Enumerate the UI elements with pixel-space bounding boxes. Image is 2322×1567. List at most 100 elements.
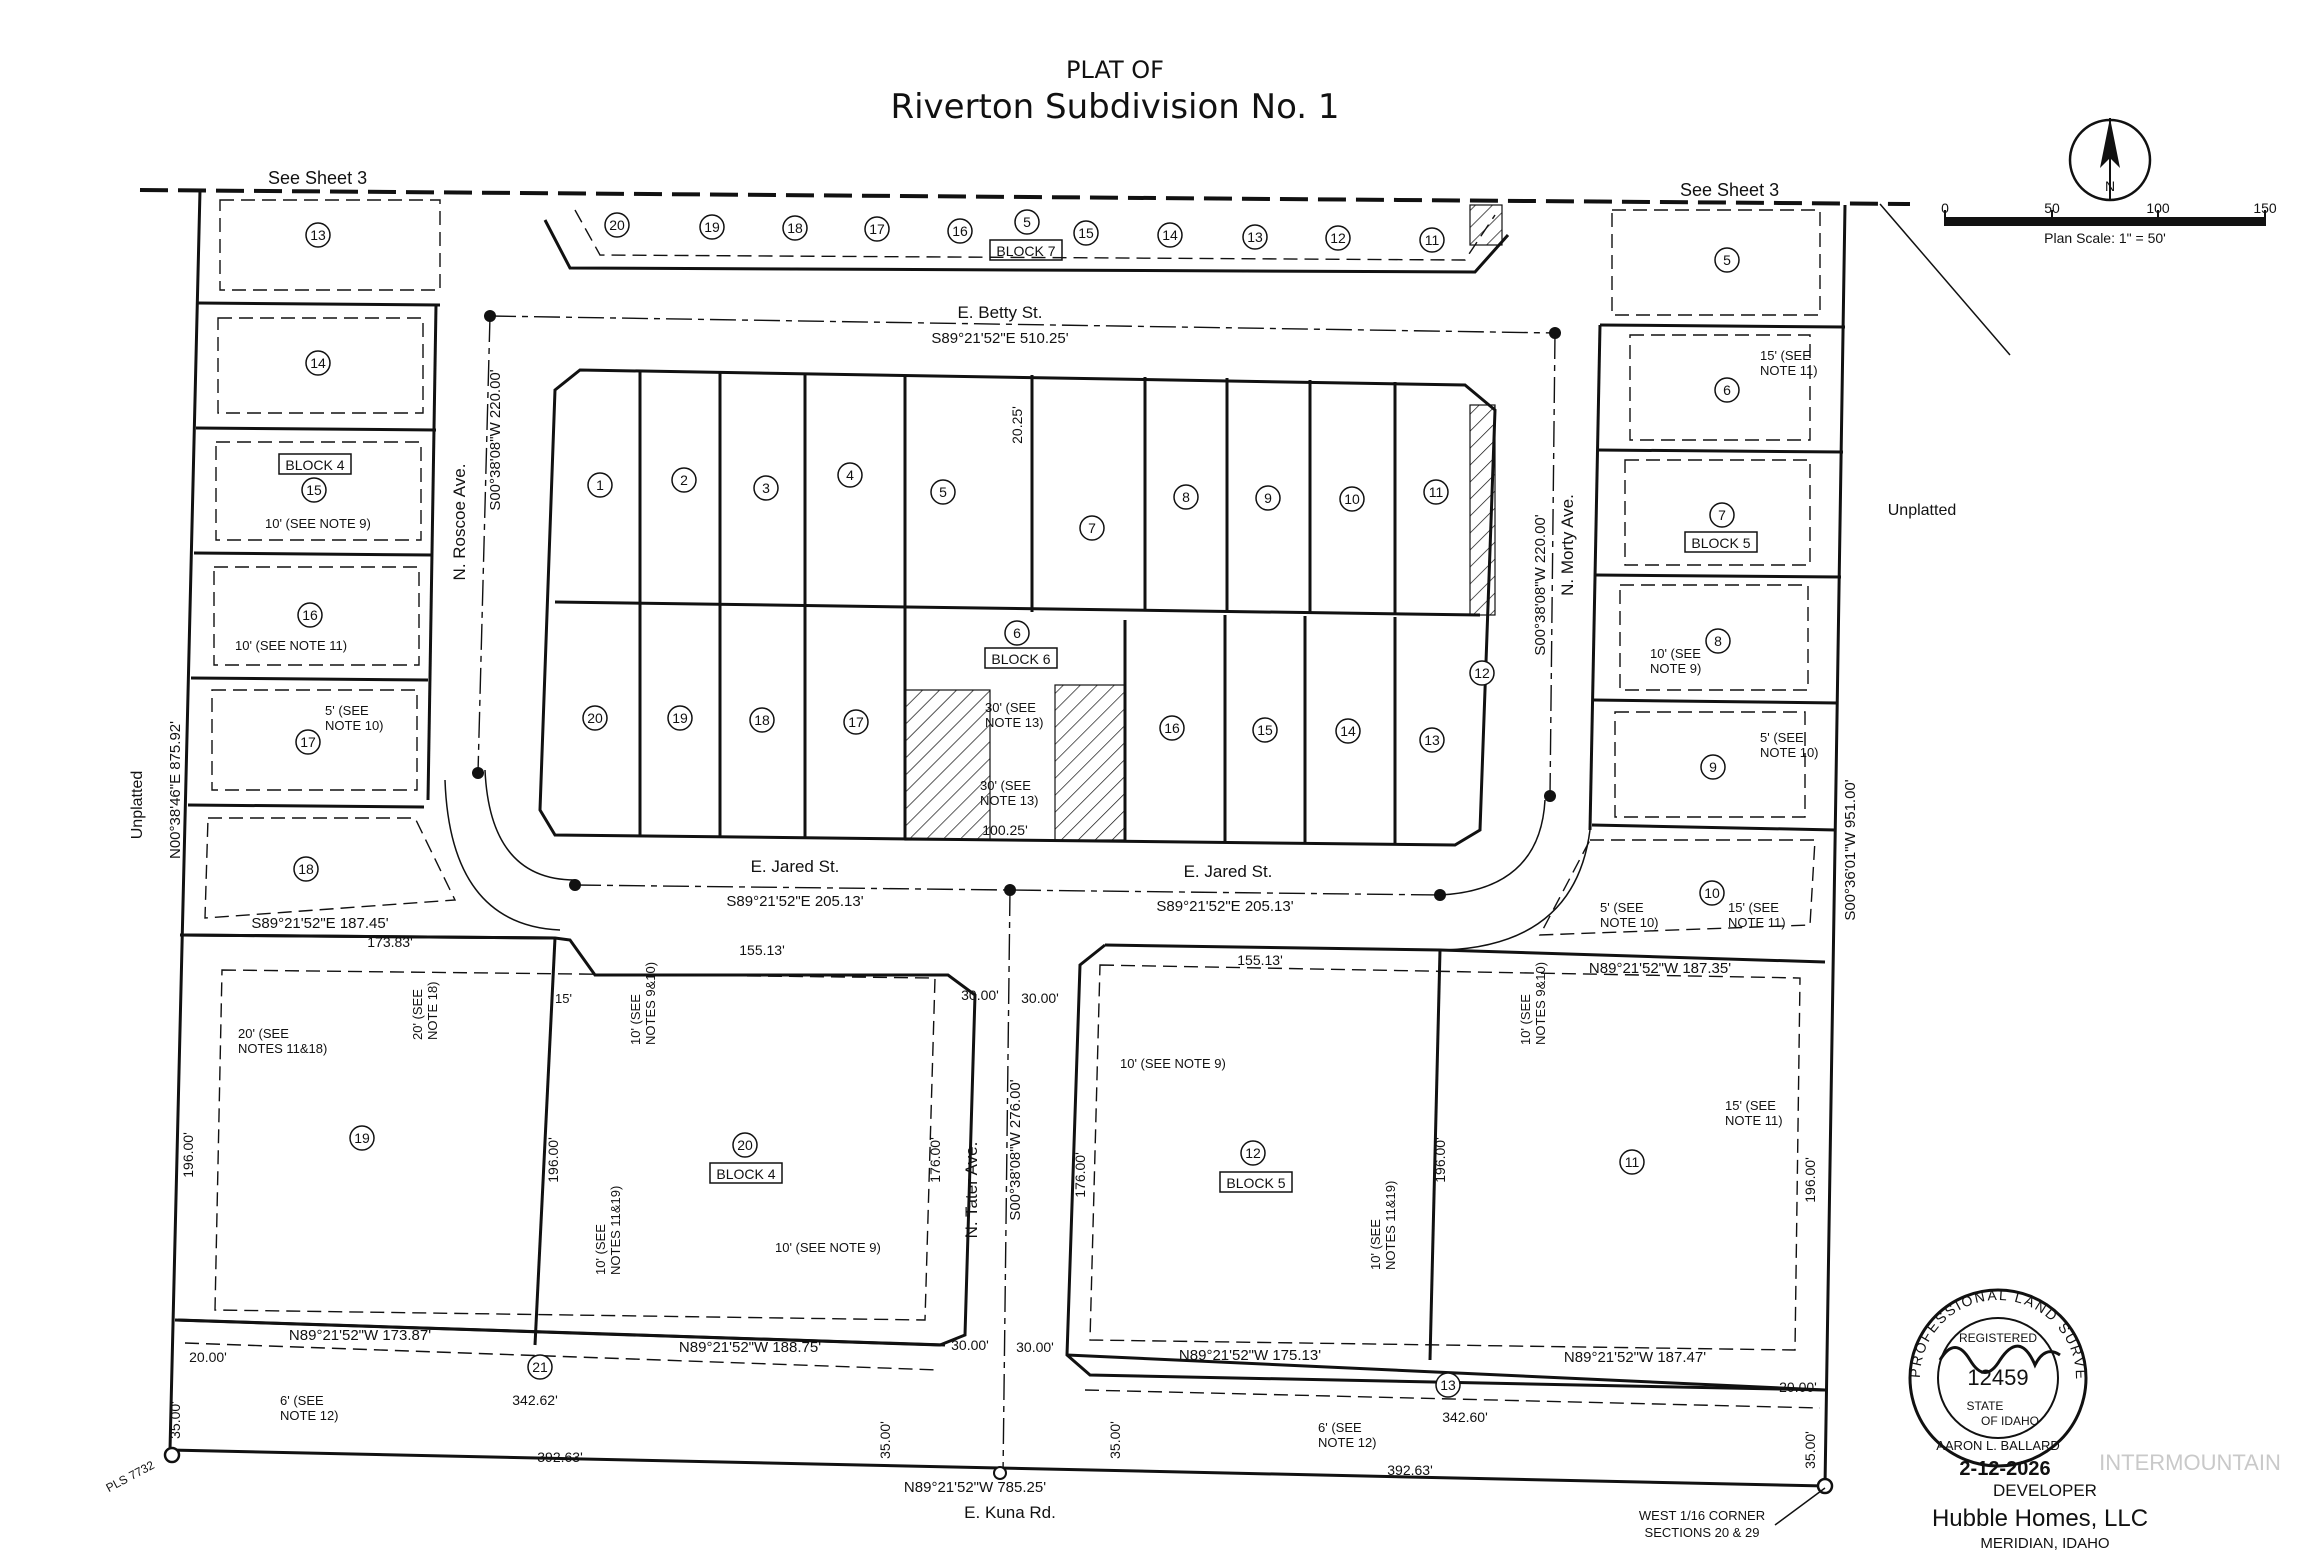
seal-name: AARON L. BALLARD	[1936, 1438, 2060, 1453]
lot-number: 8	[1182, 489, 1190, 505]
lot-number: 17	[848, 714, 864, 730]
block4-bottom-label: BLOCK 4	[716, 1166, 775, 1182]
block6	[538, 368, 1497, 847]
scale-tick-0: 0	[1941, 200, 1949, 216]
lot-number: 14	[310, 355, 326, 371]
note-20-18: 20' (SEENOTE 18)	[410, 981, 440, 1040]
lot-number: 20	[737, 1137, 753, 1153]
dim-392-left: 392.63'	[537, 1449, 583, 1465]
lot-number: 21	[532, 1359, 548, 1375]
dim-20-25: 20.25'	[1009, 406, 1025, 444]
lot-number: 18	[754, 712, 770, 728]
bearing-betty: S89°21'52"E 510.25'	[931, 330, 1068, 347]
dim-20-left: 20.00'	[189, 1349, 227, 1365]
lot-number: 19	[704, 219, 720, 235]
block7-lots	[543, 204, 1510, 274]
bearing-lot13-a: N89°21'52"W 175.13'	[1179, 1347, 1321, 1364]
block5-bottom-label: BLOCK 5	[1226, 1175, 1285, 1191]
lot-number: 9	[1709, 759, 1717, 775]
developer-heading: DEVELOPER	[1993, 1481, 2097, 1500]
monument-se	[1816, 1477, 1834, 1495]
lot-number: 13	[1440, 1377, 1456, 1393]
corner-label-1: WEST 1/16 CORNER	[1639, 1508, 1765, 1523]
lot-number: 18	[298, 861, 314, 877]
street-jared-left: E. Jared St.	[751, 857, 840, 876]
dim-30-c: 30.00'	[951, 1337, 989, 1353]
note-1119-right: 10' (SEENOTES 11&19)	[1368, 1181, 1398, 1270]
block4-west-lots	[184, 199, 556, 940]
note-1119-left: 10' (SEENOTES 11&19)	[593, 1186, 623, 1275]
lot-number: 19	[672, 710, 688, 726]
lot-number: 16	[302, 607, 318, 623]
lot-number: 16	[952, 223, 968, 239]
dim-100-25: 100.25'	[982, 822, 1028, 838]
block4-top-label: BLOCK 4	[285, 457, 344, 473]
street-jared-right: E. Jared St.	[1184, 862, 1273, 881]
developer-location: MERIDIAN, IDAHO	[1980, 1535, 2109, 1552]
seal-state-2: OF IDAHO	[1981, 1414, 2039, 1428]
lot-number: 12	[1330, 230, 1346, 246]
bearing-lot10-south: N89°21'52"W 187.35'	[1589, 960, 1731, 977]
lot-number: 15	[1078, 225, 1094, 241]
lot-number: 13	[1424, 732, 1440, 748]
lot-number: 12	[1474, 665, 1490, 681]
scale-tick-150: 150	[2253, 200, 2277, 216]
lot-number: 2	[680, 472, 688, 488]
lot-number: 18	[787, 220, 803, 236]
lot-number: 5	[1723, 252, 1731, 268]
note-910-right: 10' (SEENOTES 9&10)	[1518, 962, 1548, 1045]
block5-top-label: BLOCK 5	[1691, 535, 1750, 551]
street-morty: N. Morty Ave.	[1558, 494, 1577, 596]
dim-155-right: 155.13'	[1237, 952, 1283, 968]
lot-number: 12	[1245, 1145, 1261, 1161]
lot-number: 7	[1088, 520, 1096, 536]
lot-number: 17	[869, 221, 885, 237]
monument-s-mid	[993, 1466, 1007, 1480]
pls-label: PLS 7732	[104, 1458, 157, 1495]
lot-number: 20	[587, 710, 603, 726]
lot-number: 6	[1013, 625, 1021, 641]
lot-number: 17	[300, 734, 316, 750]
lot-number: 20	[609, 217, 625, 233]
lot-number: 19	[354, 1130, 370, 1146]
lot-number: 3	[762, 480, 770, 496]
lot-numbers: 20 19 18 17 16 5 15 14 13 12 11 13 14 15…	[293, 209, 1740, 1398]
bearing-west-boundary: N00°38'46"E 875.92'	[167, 721, 184, 859]
bearing-lot21-a: N89°21'52"W 173.87'	[289, 1327, 431, 1344]
seal-state-1: STATE	[1967, 1399, 2004, 1413]
dim-30-b: 30.00'	[1021, 990, 1059, 1006]
bearing-lot13-b: N89°21'52"W 187.47'	[1564, 1349, 1706, 1366]
see-sheet-left: See Sheet 3	[268, 168, 367, 188]
street-roscoe: N. Roscoe Ave.	[450, 464, 469, 581]
bearing-roscoe: S00°38'08"W 220.00'	[487, 369, 504, 510]
developer-name: Hubble Homes, LLC	[1932, 1505, 2148, 1532]
svg-text:N: N	[2105, 178, 2115, 194]
dim-342-left: 342.62'	[512, 1392, 558, 1408]
lot-number: 13	[310, 227, 326, 243]
watermark: INTERMOUNTAIN	[2099, 1450, 2281, 1475]
lot-number: 6	[1723, 382, 1731, 398]
lot-number: 5	[1023, 214, 1031, 230]
subdivision-boundary	[168, 189, 1847, 1488]
note-9-right: 10' (SEE NOTE 9)	[1120, 1056, 1226, 1071]
plat-title-line1: PLAT OF	[1066, 56, 1164, 84]
plat-title-line2: Riverton Subdivision No. 1	[890, 87, 1339, 127]
note-910-left: 10' (SEENOTES 9&10)	[628, 962, 658, 1045]
scale-tick-100: 100	[2146, 200, 2170, 216]
bearing-lot21-b: N89°21'52"W 188.75'	[679, 1339, 821, 1356]
lot-number: 8	[1714, 633, 1722, 649]
dim-30-a: 30.00'	[961, 987, 999, 1003]
dim-30-d: 30.00'	[1016, 1339, 1054, 1355]
dim-35-d: 35.00'	[1802, 1431, 1818, 1469]
dim-342-right: 342.60'	[1442, 1409, 1488, 1425]
dim-196-left: 196.00'	[180, 1132, 196, 1178]
